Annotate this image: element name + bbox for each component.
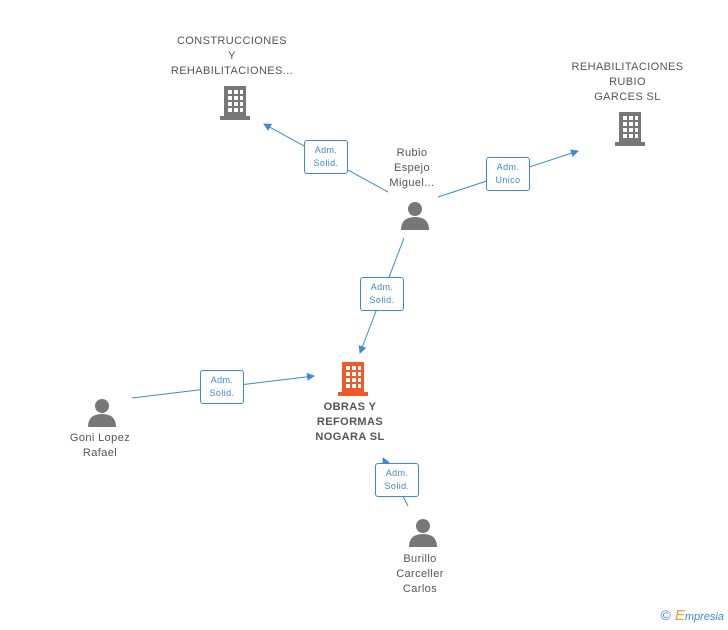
edge-label-type: Solid. [209,388,235,398]
building-icon[interactable] [338,360,368,396]
node-label-burillo[interactable]: Burillo Carceller Carlos [375,552,465,597]
node-label-line: Burillo [403,553,437,565]
node-label-line: REFORMAS [316,416,384,428]
node-label-line: Goni Lopez [69,432,131,444]
node-label-goni[interactable]: Goni Lopez Rafael [50,431,150,461]
edge-label-role: Adm. [496,162,520,172]
node-label-obras[interactable]: OBRAS Y REFORMAS NOGARA SL [300,400,400,445]
brand-initial: E [674,607,685,624]
node-label-line: REHABILITACIONES [571,61,684,73]
node-label-line: REHABILITACIONES... [170,65,294,77]
person-icon[interactable] [408,517,438,547]
node-label-line: Y [228,50,236,62]
copyright-icon: © [660,607,671,623]
node-label-line: Miguel... [389,177,435,189]
edge-label-role: Adm. [385,468,409,478]
building-icon[interactable] [220,84,250,120]
edge-label-burillo-obras[interactable]: Adm. Solid. [375,463,419,497]
node-label-line: Espejo [393,162,431,174]
node-label-construcciones[interactable]: CONSTRUCCIONES Y REHABILITACIONES... [162,34,302,79]
building-icon[interactable] [615,110,645,146]
person-icon[interactable] [400,200,430,230]
node-label-line: NOGARA SL [315,431,385,443]
node-label-line: Carlos [402,583,438,595]
edge-label-type: Solid. [313,158,339,168]
node-label-line: OBRAS Y [323,401,377,413]
node-label-line: GARCES SL [594,91,661,103]
node-label-line: Carceller [396,568,444,580]
edge-label-role: Adm. [314,145,338,155]
node-label-line: Rubio [396,147,428,159]
brand-name: mpresia [684,611,724,623]
node-label-rehabilitaciones[interactable]: REHABILITACIONES RUBIO GARCES SL [560,60,695,105]
node-label-rubio[interactable]: Rubio Espejo Miguel... [372,146,452,191]
edge-label-rubio-construcciones[interactable]: Adm. Solid. [304,140,348,174]
edge-label-type: Unico [495,175,521,185]
edge-label-role: Adm. [210,375,234,385]
edge-label-type: Solid. [369,295,395,305]
edge-label-role: Adm. [370,282,394,292]
edge-label-goni-obras[interactable]: Adm. Solid. [200,370,244,404]
edge-label-rubio-obras[interactable]: Adm. Solid. [360,277,404,311]
node-label-line: CONSTRUCCIONES [176,35,288,47]
person-icon[interactable] [87,397,117,427]
node-label-line: RUBIO [609,76,646,88]
edge-label-type: Solid. [384,481,410,491]
empresia-logo[interactable]: ©Empresia [661,607,724,624]
node-label-line: Rafael [82,447,118,459]
edge-label-rubio-rehabilitaciones[interactable]: Adm. Unico [486,157,530,191]
